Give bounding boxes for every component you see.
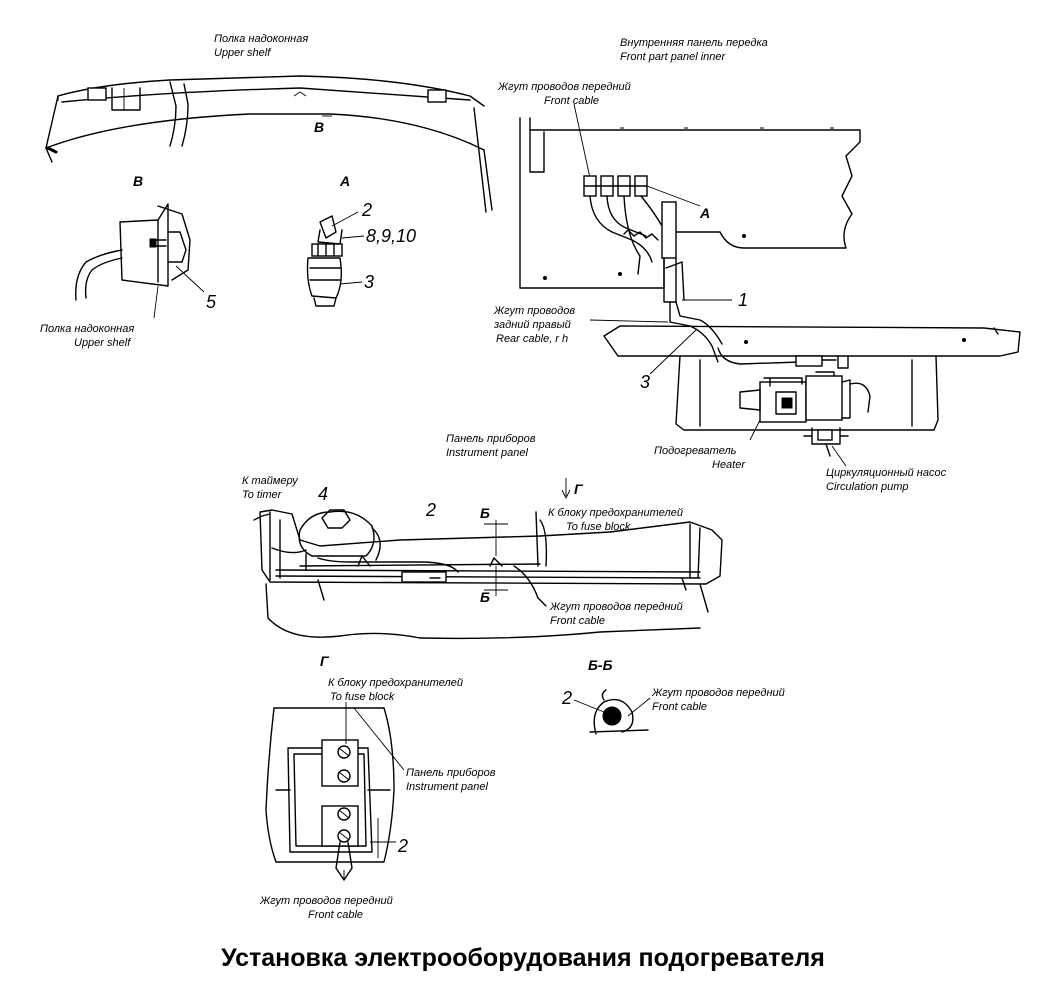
heater-box	[675, 347, 939, 431]
callout-right-3: 3	[640, 372, 650, 392]
instrument-panel-mid-label-ru: Панель приборов	[446, 433, 536, 445]
instrument-panel-g-label-ru: Панель приборов	[406, 767, 496, 779]
upper-shelf-view-label-en: Upper shelf	[74, 337, 131, 349]
to-fuse-mid-label-en: To fuse block	[566, 521, 631, 533]
view-g-title: Г	[320, 653, 330, 669]
instrument-panel-drawing	[253, 478, 723, 640]
callout-5: 5	[206, 292, 217, 312]
upper-shelf-drawing	[45, 75, 493, 213]
view-a-title: А	[339, 173, 350, 189]
view-b-title: В	[133, 173, 143, 189]
to-fuse-g-label-ru: К блоку предохранителей	[328, 677, 463, 689]
front-panel-inner-label-en: Front part panel inner	[620, 51, 727, 63]
rear-cable-label-en: Rear cable, r h	[496, 333, 568, 345]
circulation-pump-label-ru: Циркуляционный насос	[826, 467, 947, 479]
front-panel-inner-label-ru: Внутренняя панель передка	[620, 37, 768, 49]
front-cable-mid-label-en: Front cable	[550, 615, 605, 627]
view-b-bracket	[75, 203, 205, 319]
rear-cable-label-ru-2: задний правый	[493, 319, 571, 331]
front-cable-top-label-en: Front cable	[544, 95, 599, 107]
view-g-drawing	[265, 702, 405, 881]
front-cable-bb-label-ru: Жгут проводов передний	[651, 687, 785, 699]
front-cable-bb-label-en: Front cable	[652, 701, 707, 713]
callout-right-1: 1	[738, 290, 748, 310]
heater-unit	[739, 371, 871, 441]
to-fuse-g-label-en: To fuse block	[330, 691, 395, 703]
section-b-mark-bottom: Б	[480, 589, 490, 605]
page-title: Установка электрооборудования подогреват…	[221, 944, 825, 972]
upper-shelf-top-label-ru: Полка надоконная	[214, 33, 308, 45]
to-fuse-mid-label-ru: К блоку предохранителей	[548, 507, 683, 519]
callout-a-2: 2	[361, 200, 372, 220]
view-b-marker: В	[314, 119, 324, 135]
callout-a-8-9-10: 8,9,10	[366, 226, 416, 246]
front-cable-mid-label-ru: Жгут проводов передний	[549, 601, 683, 613]
front-cable-g-label-ru: Жгут проводов передний	[259, 895, 393, 907]
callout-bb-2: 2	[561, 688, 572, 708]
rear-cable-label-ru: Жгут проводов	[493, 305, 575, 317]
circulation-pump	[803, 427, 849, 467]
front-cable-connectors	[573, 103, 701, 275]
front-cable-top-label-ru: Жгут проводов передний	[497, 81, 631, 93]
callout-g-2: 2	[397, 836, 408, 856]
floor-shelf	[603, 325, 1021, 357]
instrument-panel-mid-label-en: Instrument panel	[446, 447, 528, 459]
callout-a-3: 3	[364, 272, 374, 292]
front-panel-inner	[519, 117, 861, 289]
circulation-pump-label-en: Circulation pump	[826, 481, 909, 493]
heater-label-ru: Подогреватель	[654, 445, 737, 457]
view-a-connector	[306, 211, 365, 307]
upper-shelf-view-label-ru: Полка надоконная	[40, 323, 134, 335]
section-bb-drawing	[573, 689, 651, 735]
instrument-panel-g-label-en: Instrument panel	[406, 781, 488, 793]
view-a-marker: А	[699, 205, 710, 221]
to-timer-label-ru: К таймеру	[242, 475, 299, 487]
upper-shelf-top-label-en: Upper shelf	[214, 47, 271, 59]
to-timer-label-en: To timer	[242, 489, 283, 501]
callout-mid-2: 2	[425, 500, 436, 520]
heater-label-en: Heater	[712, 459, 746, 471]
front-cable-g-label-en: Front cable	[308, 909, 363, 921]
callout-mid-4: 4	[318, 484, 328, 504]
section-bb-title: Б-Б	[588, 657, 613, 673]
view-g-arrow-label: Г	[574, 481, 584, 497]
section-b-mark-top: Б	[480, 505, 490, 521]
